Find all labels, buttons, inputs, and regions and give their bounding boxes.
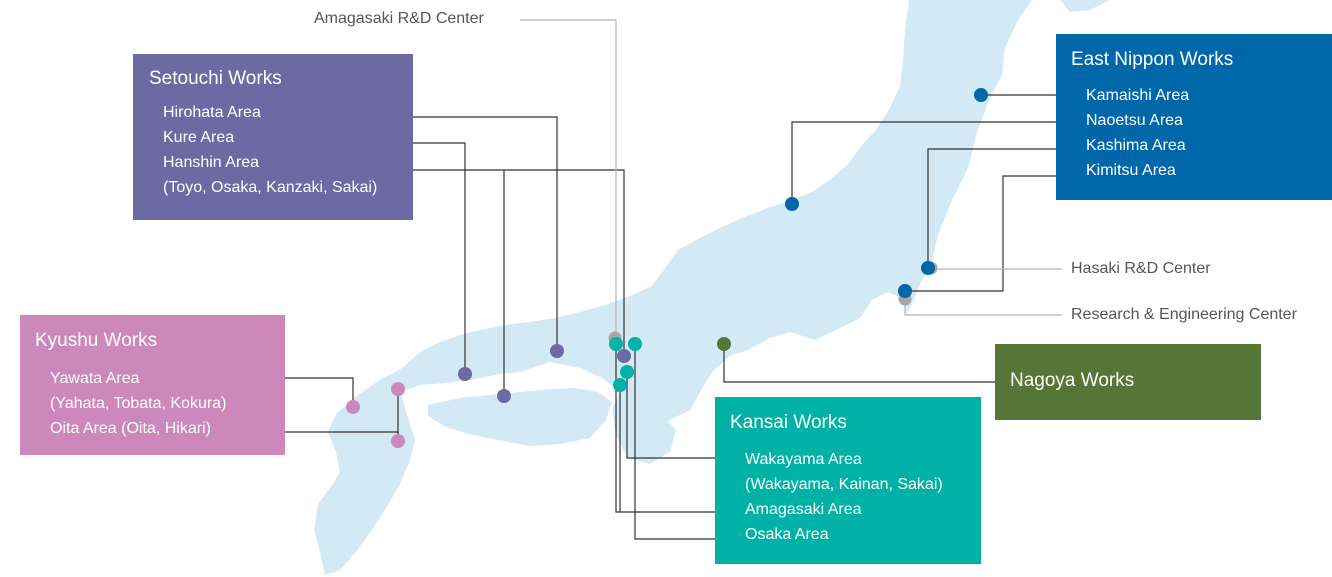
research-engineering-center-label: Research & Engineering Center bbox=[1071, 306, 1297, 323]
hanshin-area-detail: (Toyo, Osaka, Kanzaki, Sakai) bbox=[163, 179, 378, 196]
wakayama-area-detail: (Wakayama, Kainan, Sakai) bbox=[745, 476, 943, 493]
setouchi-works-items: Hirohata Area Kure Area Hanshin Area (To… bbox=[163, 100, 413, 200]
kyushu-works-title: Kyushu Works bbox=[35, 330, 158, 351]
amagasaki-area-label: Amagasaki Area bbox=[745, 501, 862, 518]
marker-sakai bbox=[613, 378, 627, 392]
line-osaka bbox=[634, 344, 741, 540]
kure-area-label: Kure Area bbox=[163, 129, 235, 146]
marker-oita bbox=[391, 434, 405, 448]
kansai-works-box: Kansai Works Wakayama Area (Wakayama, Ka… bbox=[715, 397, 981, 564]
line-nagoya bbox=[723, 344, 995, 383]
line-naoetsu bbox=[791, 121, 1081, 204]
hirohata-area-label: Hirohata Area bbox=[163, 104, 261, 121]
yawata-area-label: Yawata Area bbox=[50, 370, 140, 387]
hasaki-rd-center-label: Hasaki R&D Center bbox=[1071, 260, 1211, 277]
kansai-works-items: Wakayama Area (Wakayama, Kainan, Sakai) … bbox=[745, 447, 981, 547]
marker-yawata bbox=[346, 400, 360, 414]
line-research bbox=[904, 299, 1062, 316]
east-nippon-works-items: Kamaishi Area Naoetsu Area Kashima Area … bbox=[1086, 83, 1332, 183]
nagoya-works-title: Nagoya Works bbox=[1010, 370, 1135, 391]
line-wakayama bbox=[626, 372, 741, 459]
yawata-area-detail: (Yahata, Tobata, Kokura) bbox=[50, 395, 227, 412]
kii-peninsula bbox=[612, 392, 676, 464]
marker-kamaishi bbox=[974, 88, 988, 102]
oita-area-label: Oita Area (Oita, Hikari) bbox=[50, 420, 211, 437]
setouchi-works-box: Setouchi Works Hirohata Area Kure Area H… bbox=[133, 54, 413, 220]
markers bbox=[346, 88, 988, 448]
osaka-area-label: Osaka Area bbox=[745, 526, 829, 543]
kyushu-works-box: Kyushu Works Yawata Area (Yahata, Tobata… bbox=[20, 315, 285, 455]
kimitsu-area-label: Kimitsu Area bbox=[1086, 162, 1176, 179]
marker-toyo bbox=[497, 389, 511, 403]
kashima-area-label: Kashima Area bbox=[1086, 137, 1186, 154]
line-kimitsu bbox=[905, 175, 1081, 292]
honshu-island bbox=[380, 0, 1032, 428]
nagoya-works-box: Nagoya Works bbox=[995, 344, 1261, 420]
marker-naoetsu bbox=[785, 197, 799, 211]
kansai-works-title: Kansai Works bbox=[730, 412, 847, 433]
line-amagasaki-rd bbox=[520, 19, 617, 338]
hokkaido-tip bbox=[1060, 0, 1110, 12]
marker-hirohata bbox=[550, 344, 564, 358]
amagasaki-rd-center-label: Amagasaki R&D Center bbox=[314, 10, 484, 27]
marker-oita-north bbox=[391, 382, 405, 396]
marker-osaka bbox=[628, 337, 642, 351]
line-kashima bbox=[927, 148, 1081, 268]
marker-wakayama bbox=[620, 365, 634, 379]
shikoku-island bbox=[428, 388, 612, 446]
east-nippon-works-title: East Nippon Works bbox=[1071, 49, 1234, 70]
line-amagasaki bbox=[615, 344, 741, 513]
marker-nagoya bbox=[717, 337, 731, 351]
kyushu-works-items: Yawata Area (Yahata, Tobata, Kokura) Oit… bbox=[50, 366, 285, 441]
marker-kure bbox=[458, 367, 472, 381]
naoetsu-area-label: Naoetsu Area bbox=[1086, 112, 1183, 129]
east-nippon-works-box: East Nippon Works Kamaishi Area Naoetsu … bbox=[1056, 34, 1332, 200]
kamaishi-area-label: Kamaishi Area bbox=[1086, 87, 1190, 104]
marker-kashima bbox=[921, 261, 935, 275]
japan-landmass bbox=[314, 0, 1110, 575]
wakayama-area-label: Wakayama Area bbox=[745, 451, 862, 468]
hanshin-area-label: Hanshin Area bbox=[163, 154, 260, 171]
marker-kimitsu bbox=[898, 284, 912, 298]
kyushu-island bbox=[314, 380, 415, 575]
marker-amagasaki bbox=[609, 337, 623, 351]
setouchi-works-title: Setouchi Works bbox=[149, 68, 282, 89]
marker-hanshin bbox=[617, 349, 631, 363]
